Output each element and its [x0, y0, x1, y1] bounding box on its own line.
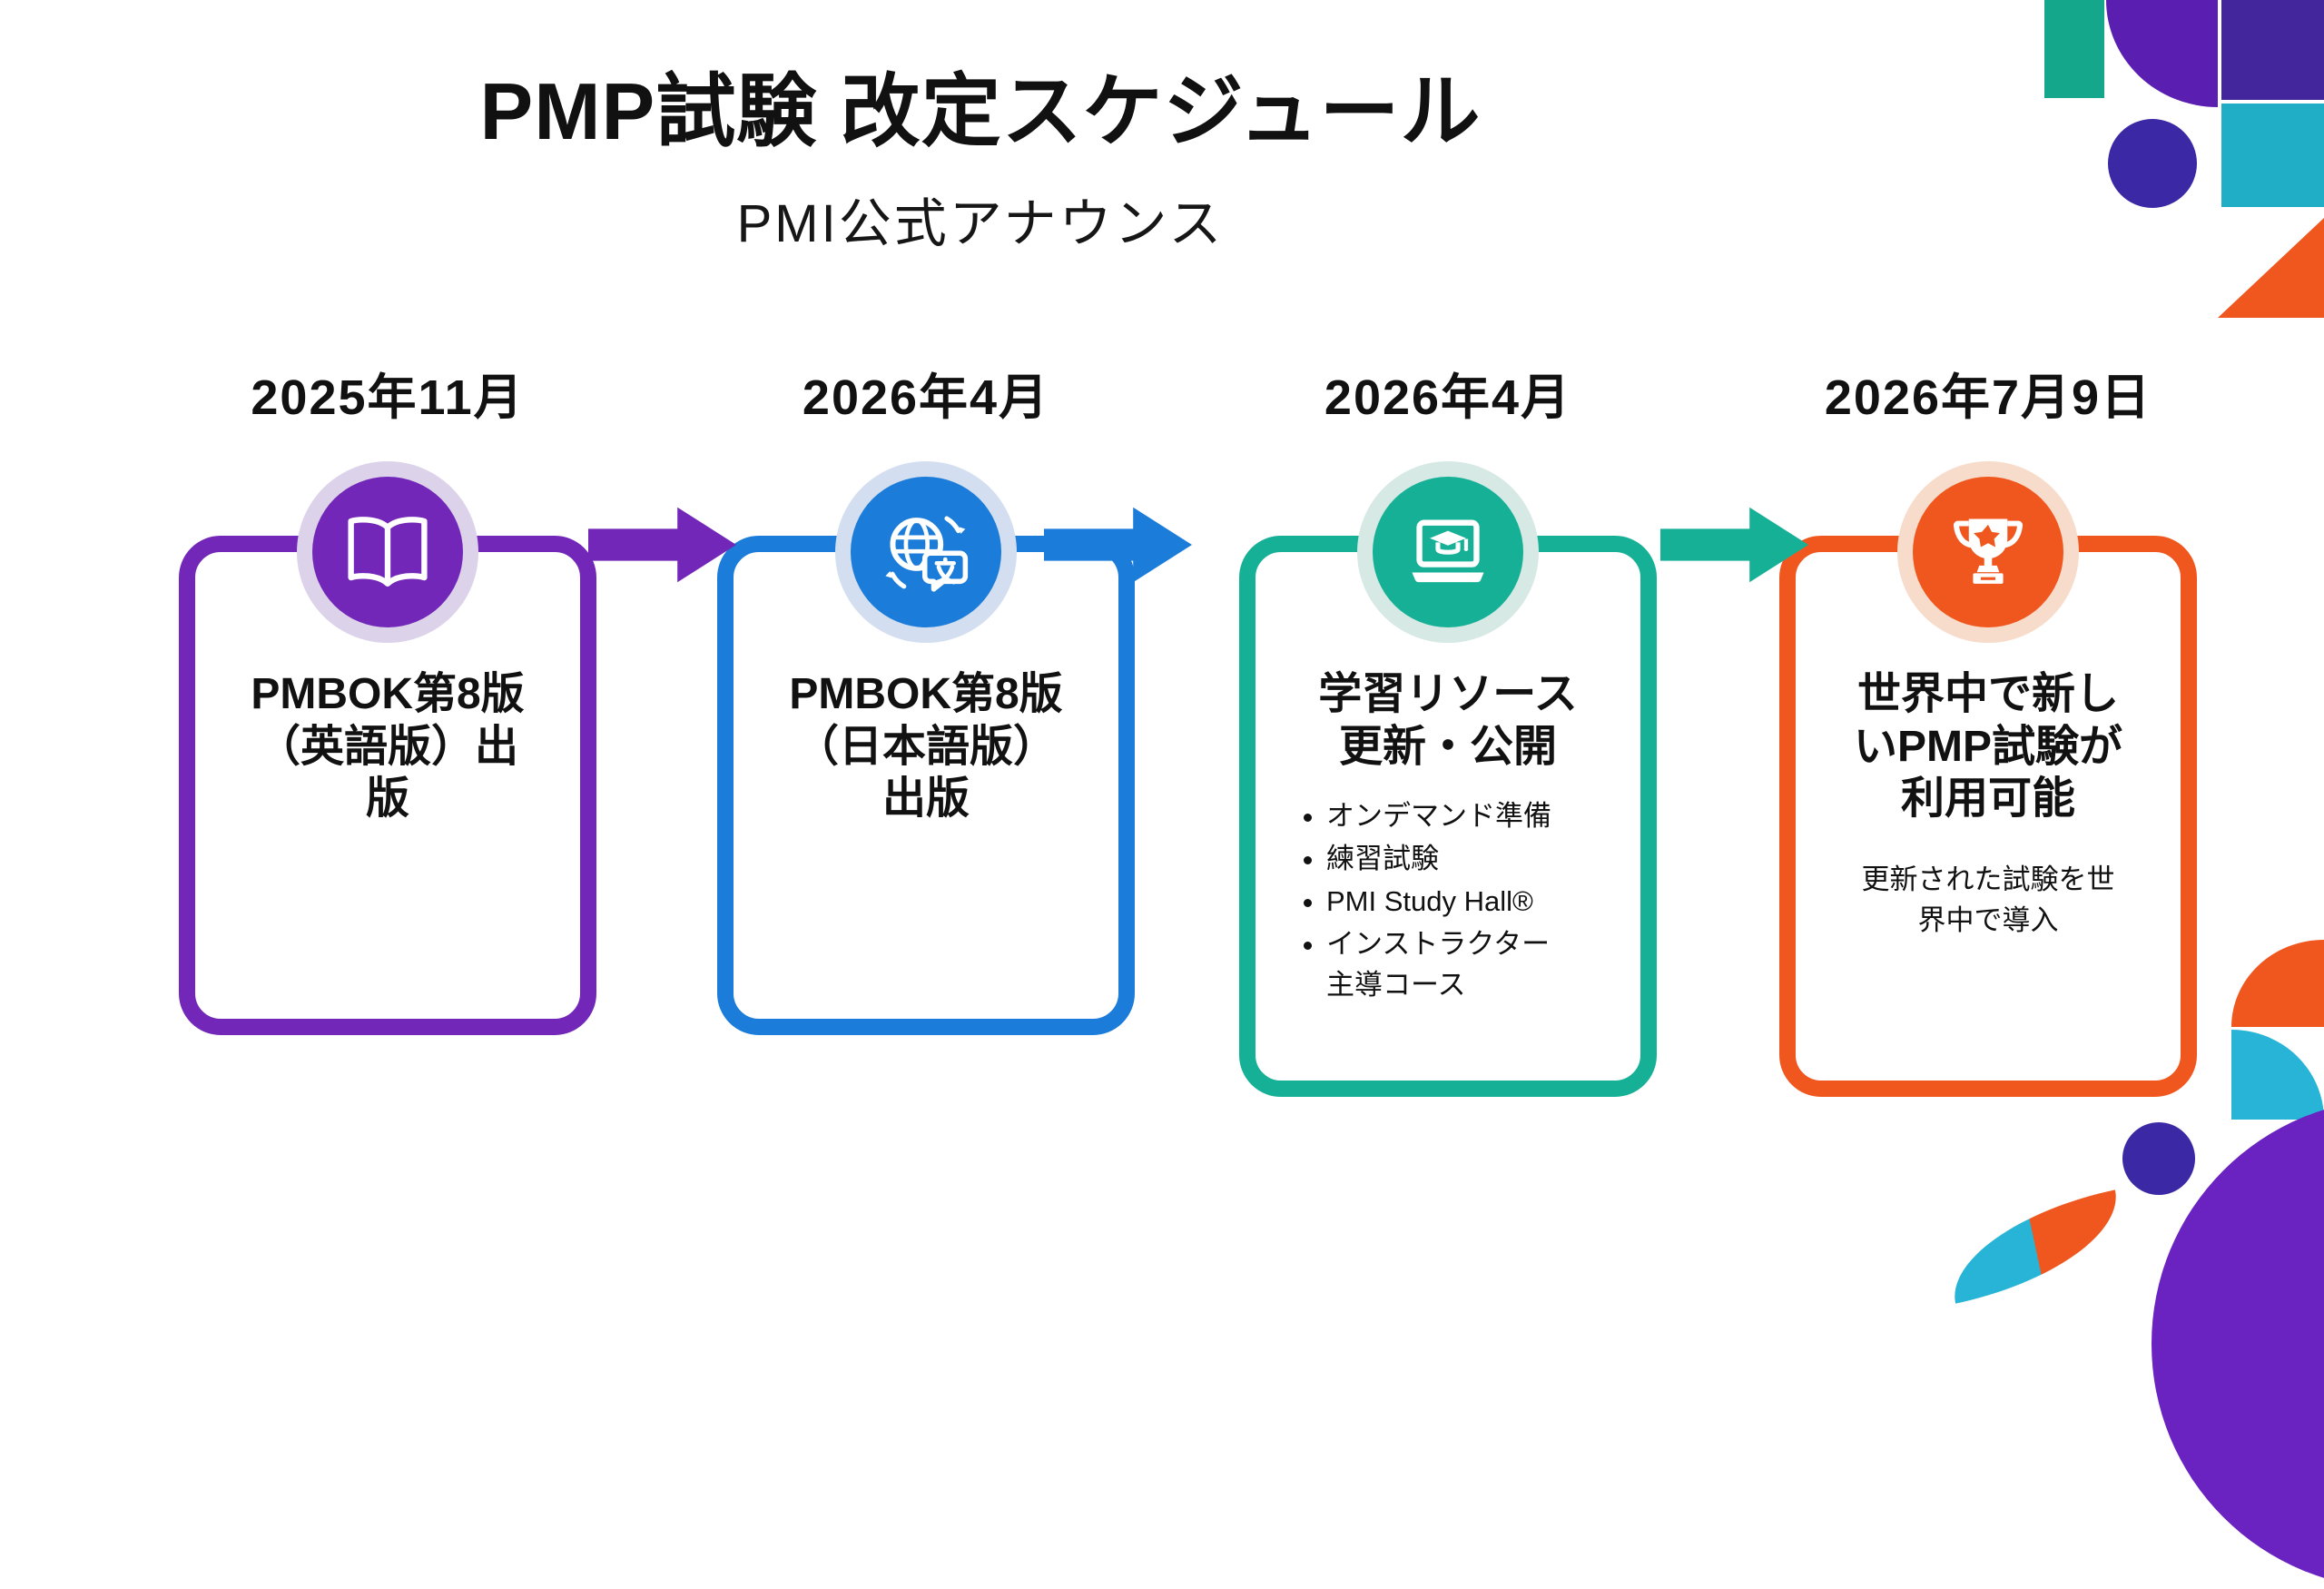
decor-orange-quarter-circle	[2231, 940, 2324, 1027]
trophy-icon	[1953, 518, 2024, 584]
globe-translate-icon	[885, 516, 969, 592]
bullet-item: オンデマンド準備	[1326, 796, 1617, 837]
step-badge	[1897, 461, 2079, 643]
decor-indigo-circle	[2108, 119, 2197, 208]
laptop-graduation-icon	[1412, 519, 1484, 583]
leaf-decor	[1939, 1189, 2132, 1304]
step-badge	[297, 461, 478, 643]
timeline-step-2: 2026年4月 PMBOK第8版 （日	[717, 370, 1135, 1035]
infographic-page: { "header": { "title": "PMP試験 改定スケジュール",…	[0, 0, 2324, 1298]
step-title: PMBOK第8版 （日本語版） 出版	[789, 670, 1063, 824]
page-title: PMP試験 改定スケジュール	[479, 66, 1482, 156]
arrow-right-icon	[588, 505, 738, 585]
step-card: PMBOK第8版 （英語版）出 版	[179, 461, 596, 1035]
step-date: 2026年4月	[1324, 370, 1572, 425]
badge-circle	[1913, 477, 2063, 627]
step-bullets: オンデマンド準備 練習試験 PMI Study Hall® インストラクター 主…	[1279, 796, 1617, 1006]
step-title: 世界中で新し いPMP試験が 利用可能	[1853, 670, 2123, 824]
decor-teal-square	[2221, 104, 2324, 207]
decor-indigo-circle-small	[2122, 1122, 2195, 1195]
decor-teal-quarter-circle	[2231, 1030, 2324, 1120]
bullet-item: 練習試験	[1326, 839, 1617, 880]
header: PMP試験 改定スケジュール PMI公式アナウンス	[0, 65, 1961, 257]
badge-circle	[851, 477, 1001, 627]
decor-orange-triangle	[2218, 218, 2324, 318]
step-date: 2026年7月9日	[1824, 370, 2152, 425]
badge-circle	[1373, 477, 1523, 627]
step-subtitle: 更新された試験を世 界中で導入	[1861, 863, 2115, 936]
arrow-right-icon	[1660, 505, 1810, 585]
arrow-right-icon	[1044, 505, 1194, 585]
step-title: PMBOK第8版 （英語版）出 版	[251, 670, 525, 824]
decor-indigo-square	[2221, 0, 2324, 100]
bullet-item: インストラクター 主導コース	[1326, 924, 1617, 1006]
decor-purple-quarter-circle	[2106, 0, 2218, 107]
timeline-step-4: 2026年7月9日 世界中で新し いPMP試験が 利用可能 更新された試験を世 …	[1779, 370, 2197, 1097]
step-card: 世界中で新し いPMP試験が 利用可能 更新された試験を世 界中で導入	[1779, 461, 2197, 1097]
decor-green-square	[2044, 0, 2104, 98]
step-title: 学習リソース 更新・公開	[1318, 670, 1578, 771]
page-subtitle: PMI公式アナウンス	[736, 194, 1225, 254]
step-badge	[1357, 461, 1539, 643]
badge-circle	[312, 477, 463, 627]
step-date: 2026年4月	[802, 370, 1050, 425]
step-date: 2025年11月	[251, 370, 525, 425]
step-card: 学習リソース 更新・公開 オンデマンド準備 練習試験 PMI Study Hal…	[1239, 461, 1657, 1097]
bullet-item: PMI Study Hall®	[1326, 882, 1617, 923]
timeline-step-3: 2026年4月 学習リソース 更新・公開 オンデマンド準備 練習試験 PMI S…	[1239, 370, 1657, 1097]
step-card: PMBOK第8版 （日本語版） 出版	[717, 461, 1135, 1035]
timeline-step-1: 2025年11月 PMBOK第8版 （英語版）出 版	[179, 370, 596, 1035]
open-book-icon	[348, 517, 428, 587]
step-badge	[835, 461, 1017, 643]
